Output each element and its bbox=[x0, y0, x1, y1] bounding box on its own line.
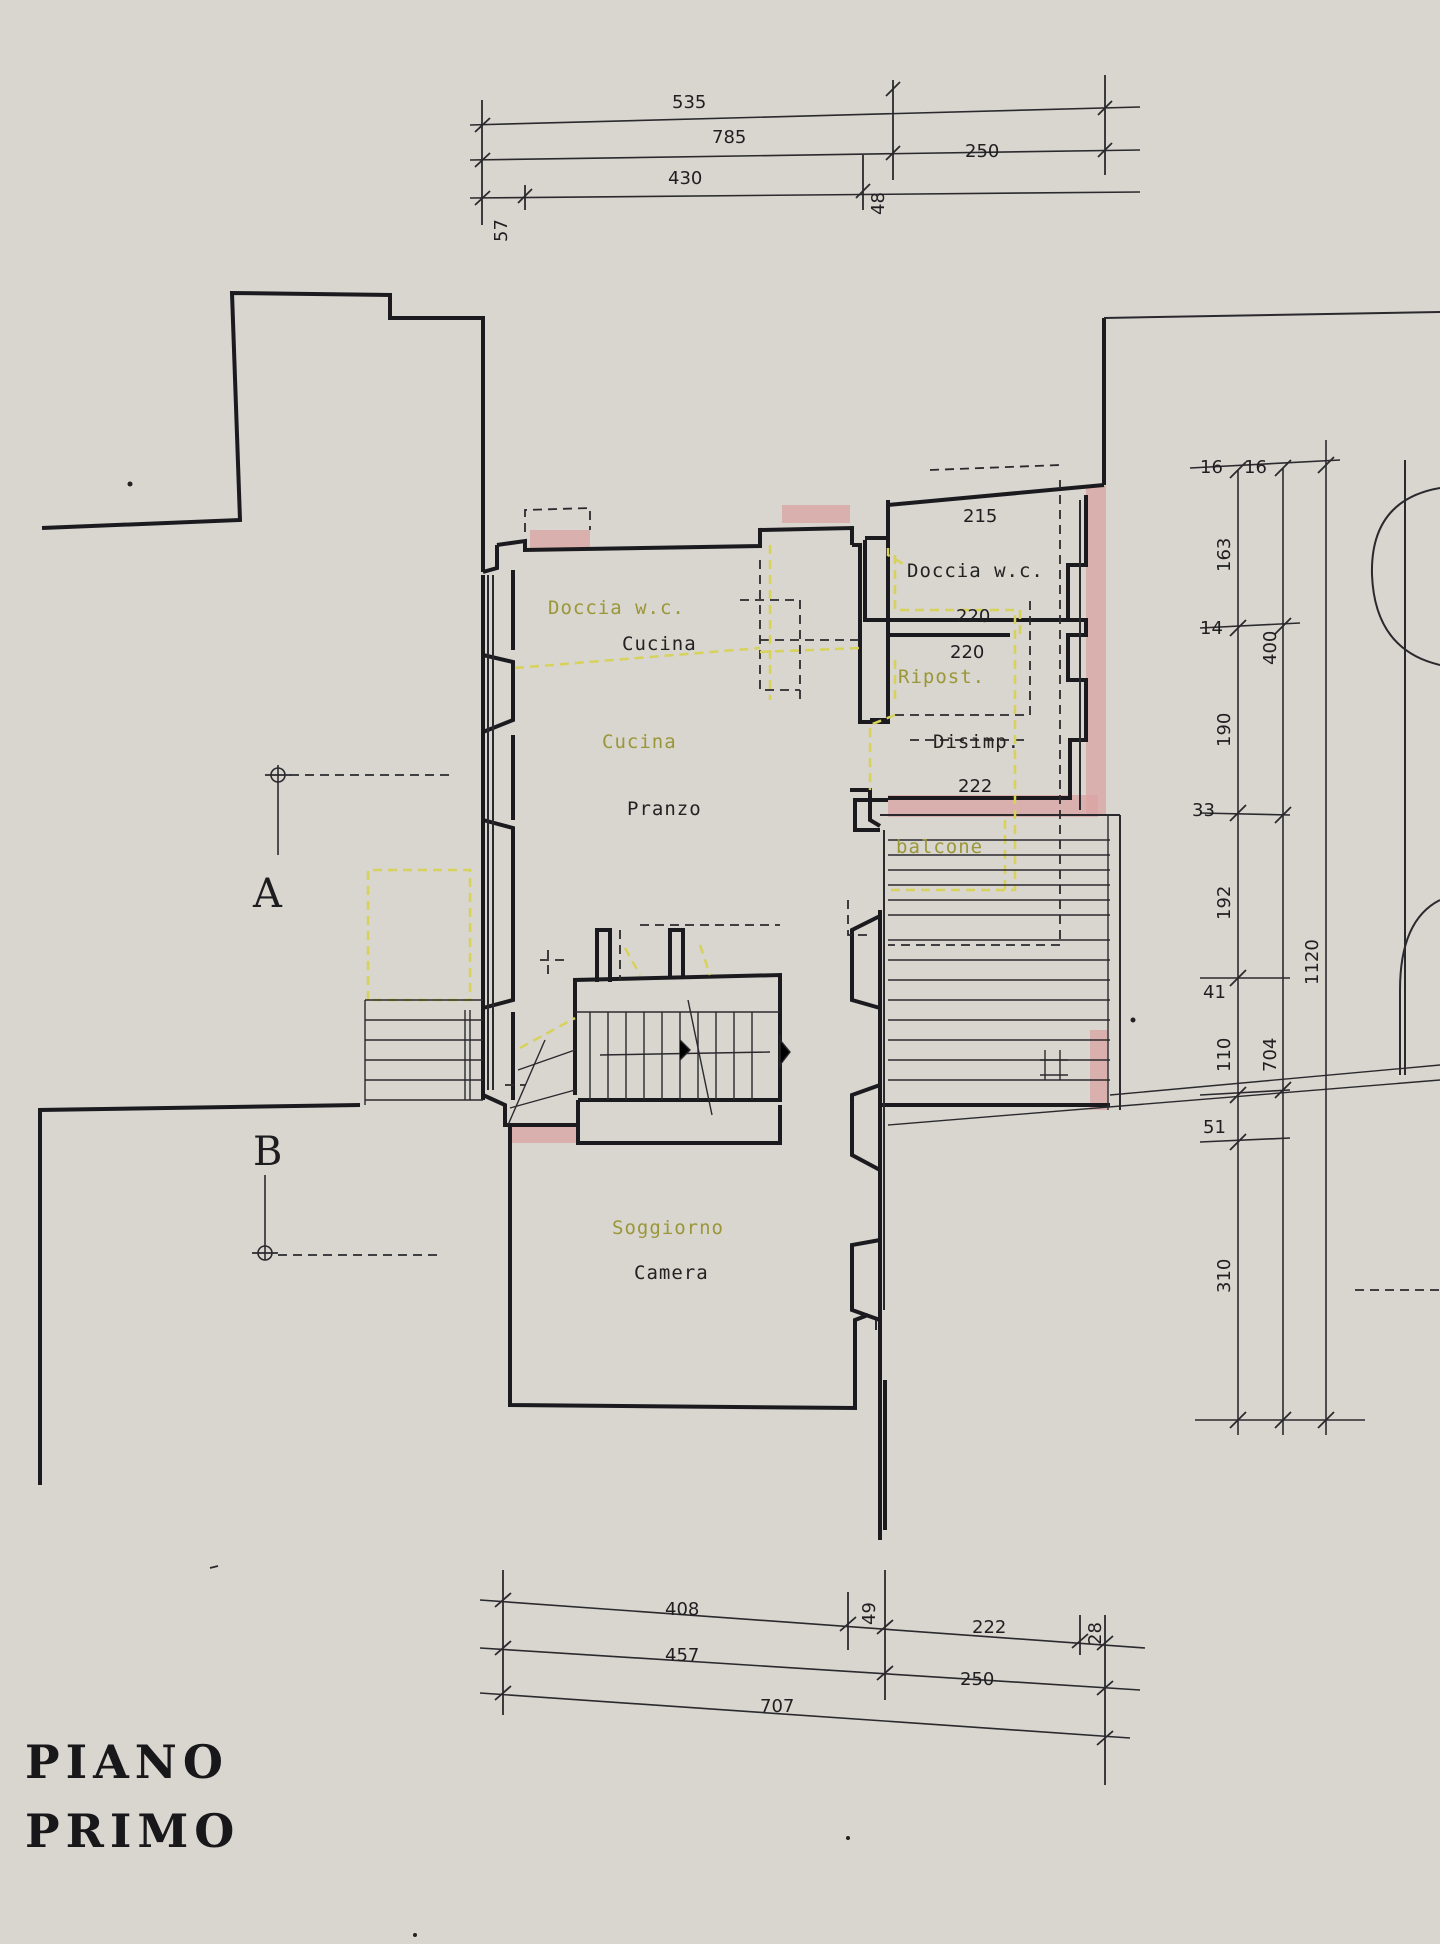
bottom-dimensions: 408 49 222 28 457 250 707 bbox=[479, 1570, 1146, 1785]
window-lines bbox=[487, 500, 1081, 1330]
room-label-cucina: Cucina bbox=[602, 731, 677, 753]
dim-right-33: 33 bbox=[1192, 800, 1215, 821]
dim-bottom-49: 49 bbox=[859, 1602, 880, 1625]
section-label-a: A bbox=[252, 871, 283, 917]
room-label-cucina-small: Cucina bbox=[622, 633, 697, 655]
pink-highlights bbox=[510, 486, 1108, 1143]
dim-top-535: 535 bbox=[672, 92, 706, 113]
room-label-balcone: balcone bbox=[896, 836, 983, 858]
dim-int-215: 215 bbox=[963, 506, 997, 527]
room-label-camera: Camera bbox=[634, 1262, 709, 1284]
section-label-b: B bbox=[253, 1129, 282, 1175]
dim-bottom-457: 457 bbox=[665, 1645, 699, 1666]
sheet-title: PIANO PRIMO bbox=[25, 1735, 240, 1858]
dim-right-16b: 16 bbox=[1244, 457, 1267, 478]
dim-top-48: 48 bbox=[868, 192, 889, 215]
room-label-pranzo: Pranzo bbox=[627, 798, 702, 820]
dim-right-1120: 1120 bbox=[1302, 939, 1323, 985]
dim-top-250: 250 bbox=[965, 141, 999, 162]
room-label-doccia-wc-left: Doccia w.c. bbox=[548, 597, 685, 619]
stray-marks bbox=[127, 481, 1136, 1937]
dim-right-16a: 16 bbox=[1200, 457, 1223, 478]
room-label-soggiorno: Soggiorno bbox=[612, 1217, 724, 1239]
room-label-doccia-wc-right: Doccia w.c. bbox=[907, 560, 1044, 582]
left-external-steps bbox=[364, 999, 483, 1105]
dim-bottom-28: 28 bbox=[1085, 1622, 1106, 1645]
room-label-disimpegno: Disimp. bbox=[933, 731, 1020, 753]
dim-bottom-408: 408 bbox=[665, 1599, 699, 1620]
dim-right-51: 51 bbox=[1203, 1117, 1226, 1138]
dim-top-430: 430 bbox=[668, 168, 702, 189]
dashed-lines bbox=[505, 464, 1061, 1086]
dim-int-222: 222 bbox=[958, 776, 992, 797]
dim-right-190: 190 bbox=[1214, 713, 1235, 747]
dim-bottom-222: 222 bbox=[972, 1617, 1006, 1638]
dim-right-110: 110 bbox=[1214, 1038, 1235, 1072]
section-markers: A B bbox=[252, 765, 450, 1261]
balcony-steps bbox=[887, 815, 1440, 1126]
stairs bbox=[507, 999, 791, 1126]
dim-right-310: 310 bbox=[1214, 1259, 1235, 1293]
right-dimensions: 16 16 163 14 400 190 33 192 1120 41 110 … bbox=[1189, 440, 1365, 1435]
dim-top-785: 785 bbox=[712, 127, 746, 148]
dim-bottom-707: 707 bbox=[760, 1696, 794, 1717]
interior-dimensions: 215 220 220 222 bbox=[950, 506, 997, 797]
top-dimensions: 535 785 250 430 57 48 bbox=[469, 75, 1141, 242]
room-label-riposto: Ripost. bbox=[898, 666, 985, 688]
title-line-1: PIANO bbox=[25, 1735, 229, 1789]
title-line-2: PRIMO bbox=[25, 1804, 240, 1858]
dim-int-220b: 220 bbox=[950, 642, 984, 663]
dim-right-400: 400 bbox=[1260, 631, 1281, 665]
dim-int-220a: 220 bbox=[956, 606, 990, 627]
dim-right-41: 41 bbox=[1203, 982, 1226, 1003]
dim-top-57: 57 bbox=[491, 219, 512, 242]
dim-right-192: 192 bbox=[1214, 886, 1235, 920]
dim-right-163: 163 bbox=[1214, 538, 1235, 572]
dim-right-704: 704 bbox=[1260, 1038, 1281, 1072]
room-labels: Doccia w.c. Cucina Cucina Pranzo Doccia … bbox=[548, 560, 1044, 1284]
dim-bottom-250: 250 bbox=[960, 1669, 994, 1690]
neighbour-outlines bbox=[38, 290, 1440, 1530]
dim-right-14: 14 bbox=[1200, 618, 1223, 639]
